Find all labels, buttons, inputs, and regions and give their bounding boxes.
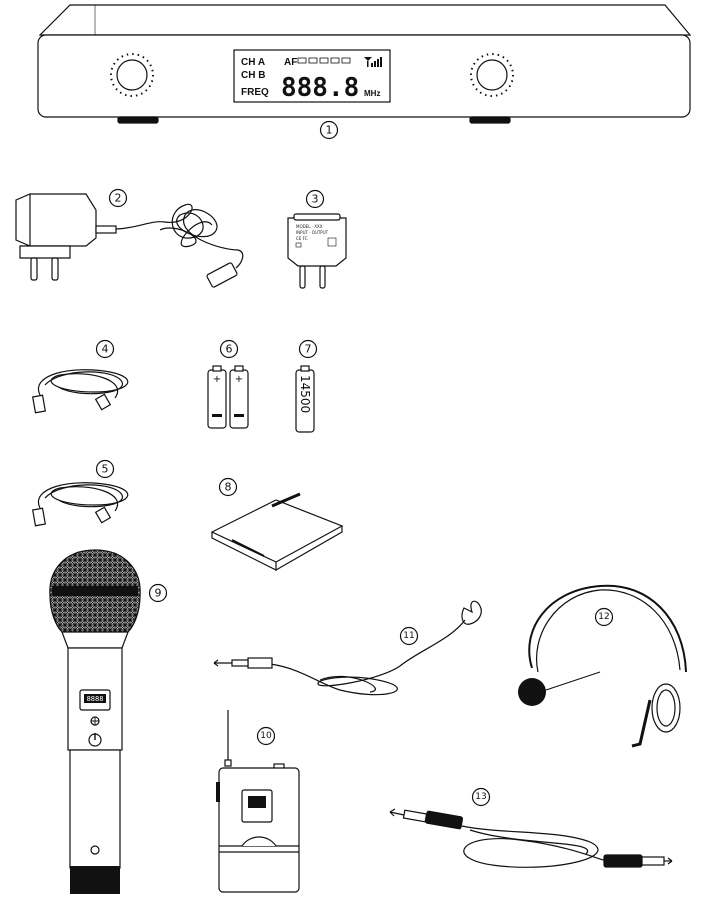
plug-adapter: MODEL · XXX INPUT · OUTPUT CE FC (287, 213, 347, 289)
svg-text:7: 7 (305, 343, 312, 356)
svg-text:8: 8 (225, 481, 232, 494)
svg-text:+: + (213, 374, 221, 385)
lcd-unit: MHz (364, 89, 380, 98)
user-manual (210, 492, 344, 571)
volume-knob-left (110, 53, 154, 97)
svg-text:9: 9 (155, 587, 162, 600)
svg-text:2: 2 (115, 192, 122, 205)
item-label-7: 7 (298, 339, 318, 359)
svg-text:10: 10 (260, 731, 272, 741)
instrument-cable (389, 808, 673, 868)
mic-display-text: 8888 (87, 695, 104, 703)
handheld-microphone: 8888 (49, 549, 141, 894)
lavalier-microphone (213, 600, 482, 696)
svg-text:MODEL · XXX: MODEL · XXX (296, 224, 323, 229)
power-adapter-with-cable (15, 193, 244, 288)
usb-cable-5 (31, 482, 129, 527)
svg-text:INPUT · OUTPUT: INPUT · OUTPUT (296, 230, 329, 235)
lcd-ch-a: CH A (241, 57, 265, 68)
item-label-8: 8 (218, 477, 238, 497)
item-label-6: 6 (219, 339, 239, 359)
svg-text:+: + (235, 374, 243, 385)
lcd-ch-b: CH B (241, 70, 265, 81)
battery-14500: 14500 (295, 365, 315, 433)
lcd-display: CH A CH B FREQ AF 888.8 MHz (233, 49, 391, 103)
item-label-4: 4 (95, 339, 115, 359)
svg-text:5: 5 (102, 463, 109, 476)
item-label-11: 11 (399, 626, 419, 646)
svg-text:4: 4 (102, 343, 109, 356)
svg-text:1: 1 (326, 124, 333, 137)
power-icon (88, 733, 102, 747)
usb-cable-4 (31, 369, 129, 414)
svg-text:3: 3 (312, 193, 319, 206)
item-label-5: 5 (95, 459, 115, 479)
mic-display-window: 8888 (79, 689, 111, 726)
svg-text:13: 13 (475, 792, 486, 802)
item-label-12: 12 (594, 607, 614, 627)
svg-text:CE FC: CE FC (296, 236, 308, 241)
signal-bars-icon (364, 57, 382, 67)
headset-microphone (518, 584, 687, 748)
lcd-freq: FREQ (241, 87, 269, 98)
receiver-unit: CH A CH B FREQ AF 888.8 MHz (37, 4, 692, 124)
svg-text:11: 11 (403, 631, 414, 641)
volume-knob-right (470, 53, 514, 97)
battery-14500-label: 14500 (298, 375, 312, 413)
item-label-10: 10 (256, 726, 276, 746)
svg-text:6: 6 (226, 343, 233, 356)
item-label-9: 9 (148, 583, 168, 603)
lcd-af: AF (284, 57, 297, 68)
item-label-13: 13 (471, 787, 491, 807)
item-label-3: 3 (305, 189, 325, 209)
bodypack-transmitter (216, 710, 300, 893)
item-label-2: 2 (108, 188, 128, 208)
aa-batteries: + + (207, 365, 249, 429)
item-label-1: 1 (319, 120, 339, 140)
lcd-frequency-digits: 888.8 (281, 73, 359, 103)
svg-text:12: 12 (598, 612, 609, 622)
